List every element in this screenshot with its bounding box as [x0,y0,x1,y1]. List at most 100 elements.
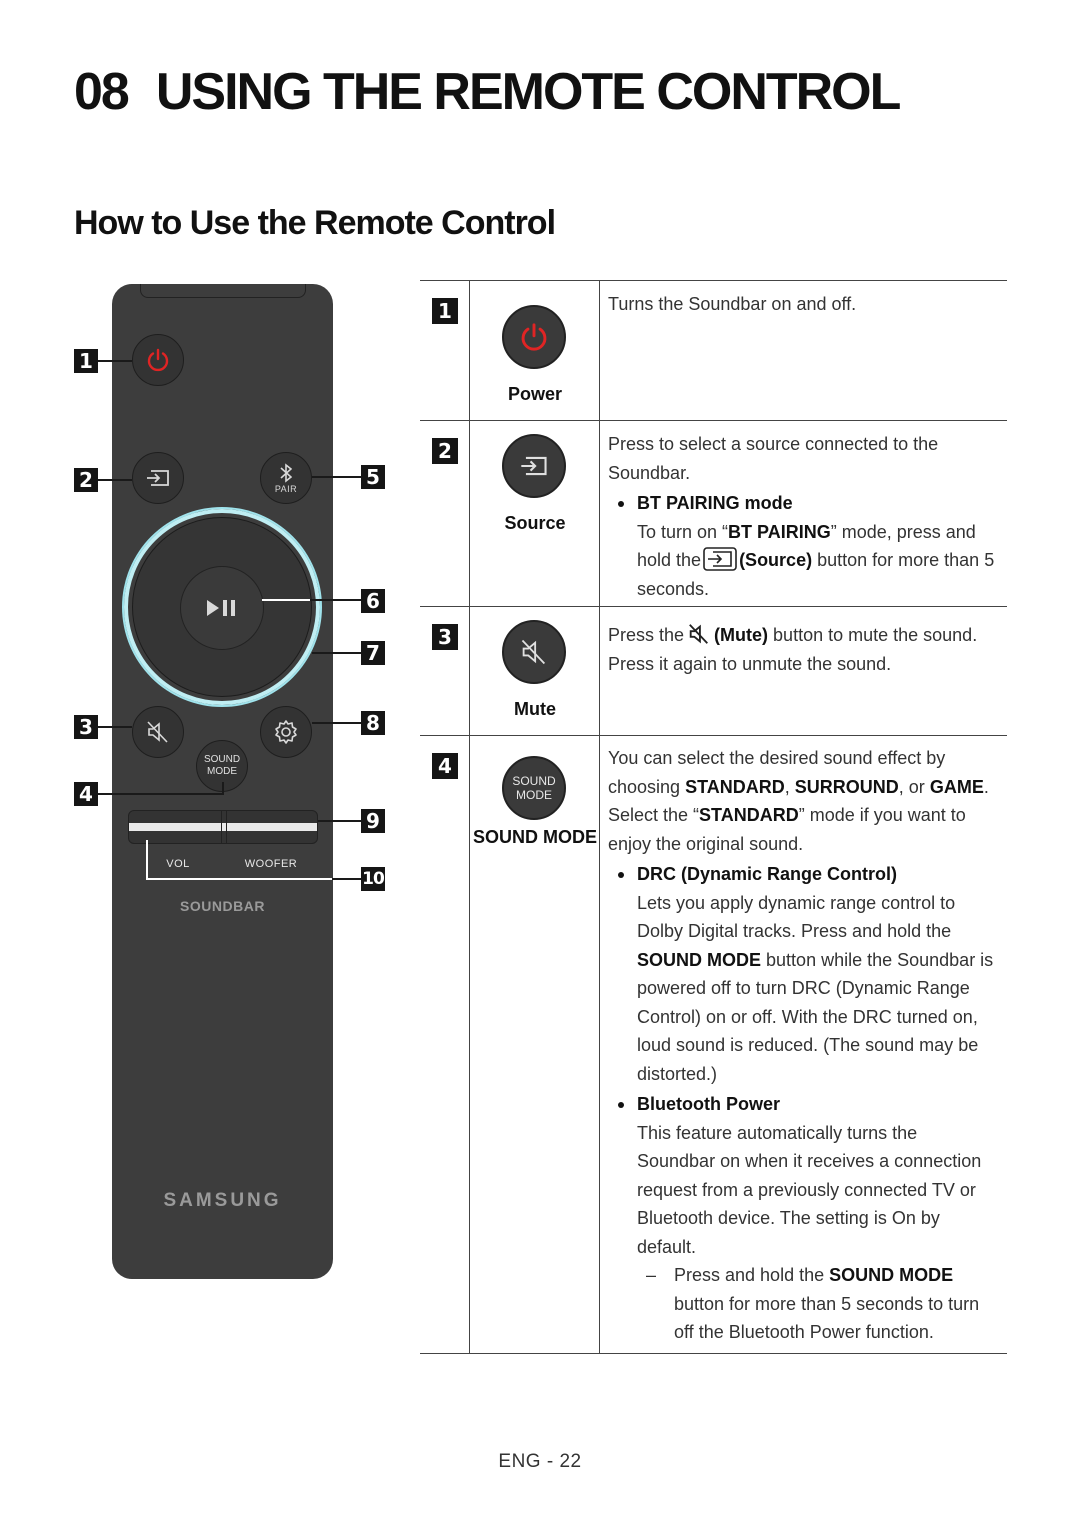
gear-icon [275,720,297,744]
navigation-ring [124,509,320,705]
remote-power-button [132,334,184,386]
callout-6: 6 [361,589,385,613]
callout-line-6-inner [262,599,310,601]
table-row: 2 Source Press to select a source connec… [420,420,1007,606]
mute-description: Press the(Mute) button to mute the sound… [608,621,1000,678]
note-text-a: Press and hold the [674,1265,825,1285]
callout-10: 10 [361,867,385,891]
sound-mode-btn-label-1: SOUND [512,774,556,788]
remote-play-pause-button [180,566,264,650]
bluetooth-power-text: This feature automatically turns the Sou… [637,1122,982,1257]
bt-pairing-text: To turn on “BT PAIRING” mode, press and … [608,518,1000,604]
table-row: 3 Mute Press the(Mute) button to mute th… [420,606,1007,735]
pair-label: PAIR [274,483,298,494]
mute-icon [521,639,546,665]
sm-text-a: You can select the desired sound effect … [608,748,946,797]
power-icon [147,348,169,372]
callout-5: 5 [361,465,385,489]
remote-settings-button [260,706,312,758]
drc-bullet: DRC (Dynamic Range Control) [608,860,1000,889]
sound-mode-description: You can select the desired sound effect … [608,744,1000,1347]
page-number: ENG - 22 [498,1451,582,1472]
power-button-icon [502,305,566,369]
sm-text-c: Select the “ [608,805,700,825]
callout-4: 4 [74,782,98,806]
sound-mode-label: SOUND MODE [472,827,597,847]
sm-surround: SURROUND [794,776,899,797]
mute-bold: (Mute) [714,625,769,645]
sound-mode-button-icon: SOUND MODE [502,756,566,820]
remote-control-illustration: PAIR SOUND MODE VOL WOOFER SOUNDBAR SAMS… [112,284,333,1279]
source-description: Press to select a source connected to th… [608,430,1000,603]
callout-line-6 [310,599,361,601]
source-icon [521,456,547,476]
callout-1: 1 [74,349,98,373]
bluetooth-power-bullet: Bluetooth Power [608,1090,1000,1119]
sm-sep3: . [983,776,989,797]
power-description-text: Turns the Soundbar on and off. [608,294,857,314]
play-pause-icon [207,600,235,616]
source-label: Source [504,513,566,533]
sm-game: GAME [929,776,984,797]
remote-source-button [132,452,184,504]
vol-woofer-rocker [128,810,318,844]
row-number: 1 [432,298,458,324]
woofer-label: WOOFER [244,858,298,870]
callout-8: 8 [361,711,385,735]
callout-line-4-up [222,782,224,795]
row-number: 3 [432,624,458,650]
soundbar-label: SOUNDBAR [180,898,265,914]
callout-line-10 [332,878,361,880]
mute-label: Mute [514,699,556,719]
rocker-split [221,811,227,843]
callout-7: 7 [361,641,385,665]
callout-line-10-inner [146,878,332,880]
source-button-icon [502,434,566,498]
table-row: 4 SOUND MODE SOUND MODE You can select t… [420,735,1007,1354]
source-bold: (Source) [739,550,813,570]
sm-standard-2: STANDARD [699,805,799,825]
remote-sound-mode-label-2: MODE [207,766,237,777]
callout-line-7 [312,652,361,654]
mute-icon [147,721,168,743]
table-divider-1 [469,280,470,1354]
source-icon [703,547,737,571]
sm-sep2: , or [898,776,925,797]
callout-line-4 [98,793,224,795]
chapter-title-text: USING THE REMOTE CONTROL [155,63,902,121]
row-number: 2 [432,438,458,464]
bt-pairing-bold: BT PAIRING [728,521,831,542]
bt-pairing-text-c: button for more than 5 seconds. [637,550,995,599]
drc-text-b: button while the Soundbar is powered off… [637,949,994,1084]
remote-sound-mode-label-1: SOUND [203,754,241,765]
callout-3: 3 [74,715,98,739]
row-number: 4 [432,753,458,779]
table-divider-2 [599,280,600,1354]
source-description-text: Press to select a source connected to th… [608,434,939,483]
bluetooth-icon [280,462,292,483]
sm-sep1: , [784,776,790,797]
table-row: 1 Power Turns the Soundbar on and off. [420,280,1007,420]
power-label: Power [507,384,563,404]
bluetooth-power-note: Press and hold the SOUND MODE button for… [608,1261,1000,1347]
samsung-logo: SAMSUNG [163,1190,282,1211]
callout-line-9 [318,820,361,822]
mute-text-b: button to mute the sound. Press it again… [608,625,978,674]
callout-line-5 [312,476,361,478]
bt-pairing-text-b: ” mode, press and hold the [637,521,976,571]
sound-mode-intro: You can select the desired sound effect … [608,744,1000,858]
drc-text: Lets you apply dynamic range control to … [608,889,1000,1089]
drc-bold: SOUND MODE [637,949,762,970]
power-icon [521,323,547,351]
callout-2: 2 [74,468,98,492]
mute-icon [689,624,709,644]
remote-pair-button: PAIR [260,452,312,504]
bt-pairing-text-a: To turn on “ [637,521,729,542]
rocker-highlight [129,823,317,831]
callout-line-2 [98,479,132,481]
note-bold: SOUND MODE [829,1265,954,1285]
callout-line-10-up [146,840,148,880]
note-text-b: button for more than 5 seconds to turn o… [674,1293,980,1343]
sm-text-d: ” mode if you want to enjoy the original… [608,805,966,854]
callout-line-3 [98,726,132,728]
